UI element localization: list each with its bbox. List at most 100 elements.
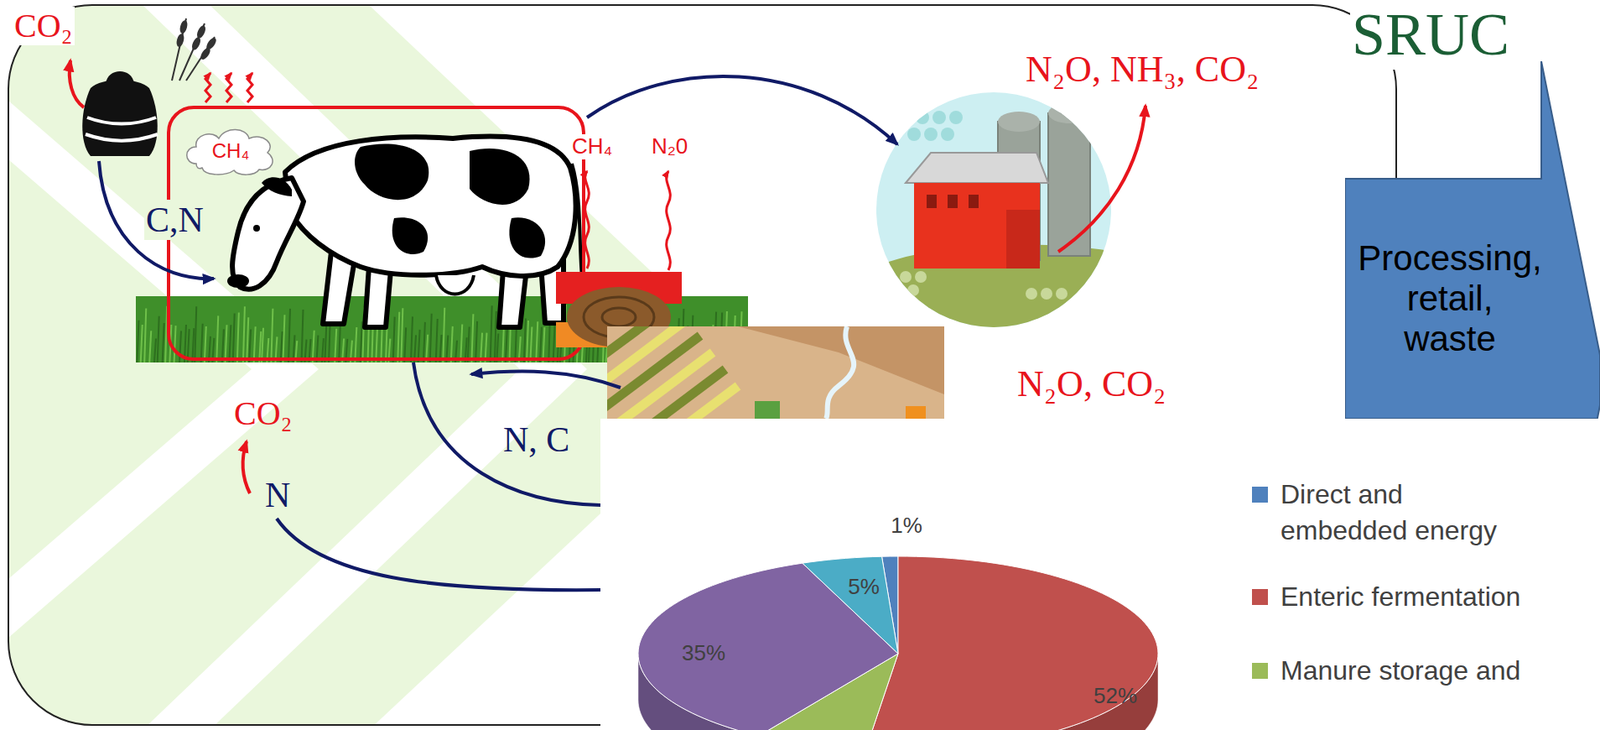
flow-label-holder: N, C <box>501 419 572 460</box>
grass-strip <box>505 327 508 363</box>
grass-strip <box>529 326 532 363</box>
flow-label: C,N <box>144 199 206 240</box>
grass-strip <box>243 306 245 363</box>
farm-barn <box>1048 113 1091 256</box>
cow-drawing <box>227 274 250 288</box>
flow-arrows <box>587 76 898 145</box>
grass-strip <box>467 326 470 363</box>
grass-strip <box>246 316 249 363</box>
grass-strip <box>179 330 182 363</box>
emission-arrows <box>242 441 250 494</box>
feed-sack <box>82 79 158 156</box>
legend-text: Direct and embedded energy <box>1280 476 1504 549</box>
farm-barn <box>1025 287 1038 300</box>
flow-label: N <box>263 474 292 515</box>
flow-label: N, C <box>501 419 572 460</box>
grass-strip <box>442 307 445 363</box>
grass-strip <box>535 321 538 363</box>
cow-drawing <box>364 266 391 328</box>
farm-barn <box>947 194 958 208</box>
farm-barn <box>872 83 1124 336</box>
legend-swatch <box>1251 662 1268 679</box>
farm-barn <box>949 110 963 125</box>
cow-drawing <box>469 148 530 205</box>
grass-strip <box>261 327 264 363</box>
farm-barn <box>968 194 979 208</box>
field-map <box>754 400 780 419</box>
farm-barn <box>1055 287 1068 300</box>
grass-strip <box>192 327 194 363</box>
wheat-stalks <box>191 36 201 50</box>
grass-strip <box>194 306 197 363</box>
logo-text-holder: SRUC <box>1350 0 1512 70</box>
grass-strip <box>324 322 327 363</box>
farm-barn <box>997 111 1040 132</box>
grass-strip <box>270 308 273 363</box>
farm-barn <box>899 270 1068 300</box>
flow-arrows <box>413 362 601 505</box>
percent-label: 5% <box>846 574 882 600</box>
feed-sack <box>85 134 158 141</box>
pie-chart <box>802 555 899 654</box>
emission-squiggles <box>585 171 671 271</box>
cow-drawing <box>261 176 292 197</box>
percent-label: 35% <box>680 640 728 666</box>
gas-label-holder: N₂O, CO₂ <box>1015 363 1168 406</box>
emission-arrows <box>69 60 250 494</box>
field-map <box>825 326 854 419</box>
gas-label: CO₂ <box>12 6 75 46</box>
pie-chart <box>638 555 1159 730</box>
cow-drawing <box>227 136 588 328</box>
emission-arrows <box>69 60 84 108</box>
legend-text: Enteric fermentation <box>1280 578 1571 615</box>
grass-strip <box>490 305 493 363</box>
grass-strip <box>237 312 239 363</box>
legend-item: Manure storage and <box>1251 652 1538 689</box>
grass-strip <box>494 311 497 363</box>
wheat-stalks <box>200 47 212 61</box>
grass-strip <box>224 324 227 363</box>
farm-barn <box>907 110 963 141</box>
grass-strip <box>397 311 400 363</box>
emission-squiggles <box>585 171 590 269</box>
background-chevrons <box>142 5 588 725</box>
grass-strip <box>423 322 426 363</box>
gas-label: CH₄ <box>212 139 250 163</box>
grass-strip <box>430 313 432 363</box>
farm-barn <box>905 152 1049 183</box>
gas-label: CH₄ <box>570 134 614 160</box>
cow-drawing <box>232 177 304 290</box>
flow-arrows <box>471 371 621 388</box>
grass-strip <box>400 307 403 363</box>
gas-label: N₂0 <box>649 134 690 160</box>
grass-strip <box>154 338 156 363</box>
process-arrow: Processing, retail, waste <box>1345 61 1600 419</box>
farm-barn <box>899 270 912 283</box>
emission-arrow <box>1058 105 1146 252</box>
flow-arrows <box>276 518 601 590</box>
farm-barn <box>1040 287 1053 300</box>
grass-strip <box>404 327 406 363</box>
field-map <box>905 405 926 419</box>
farm-barn <box>940 127 955 141</box>
gas-label: N₂O, NH₃, CO₂ <box>1023 48 1261 92</box>
grass-strip <box>288 308 291 363</box>
grass-strip <box>471 313 473 363</box>
cow-drawing <box>509 217 546 258</box>
cow-drawing <box>253 224 260 232</box>
grass-strip <box>410 316 413 363</box>
legend-text: Manure storage and <box>1280 652 1538 689</box>
heat-squiggles <box>247 72 253 103</box>
grass-strip <box>354 327 357 363</box>
cow-drawing <box>354 143 429 200</box>
gas-label-holder: CH₄ <box>570 134 614 160</box>
legend-swatch <box>1251 486 1268 503</box>
grass-strip <box>144 307 146 363</box>
grass-strip <box>540 327 542 363</box>
grass-strip <box>201 323 203 363</box>
feed-sack <box>87 117 156 125</box>
legend-item: Direct and embedded energy <box>1251 476 1504 549</box>
logo-text: SRUC <box>1350 0 1512 70</box>
farm-barn <box>1006 209 1040 269</box>
pie-chart <box>865 555 1159 730</box>
